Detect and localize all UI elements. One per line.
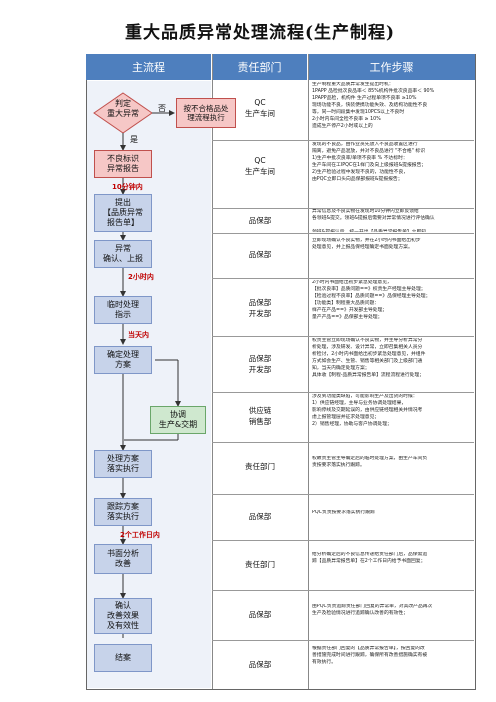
step-cell: 根据责任部门回复的【品质异常报告单】，按回复的改 善措施完成时间进行跟踪，确保所… (312, 646, 428, 665)
judge-label: 判定 重大异常 (107, 99, 139, 118)
time-2day-note: 2个工作日内 (120, 531, 160, 539)
row-divider (212, 233, 474, 234)
time-2h-note: 2小时内 (128, 273, 154, 281)
row-divider (212, 442, 474, 443)
dept-cell: 责任部门 (245, 560, 275, 569)
row-divider (212, 140, 474, 141)
report-box: 提出 【品质异常 报告单】 (94, 194, 152, 232)
step-cell: 涉及到功能类缺陷，可能影响生产及出货的时候： 1）供应链经理，主导与业务协调处理… (312, 394, 423, 427)
branch-yes-label: 是 (130, 135, 138, 144)
step-cell: 由PQC负责追踪责任部门回复的异常单，对其改产品再次 生产及检验情况进行追踪确认… (312, 604, 433, 616)
dept-cell: QC 生产车间 (245, 98, 275, 118)
time-10min-note: 10分钟内 (112, 183, 143, 191)
coordinate-box: 协调 生产&交期 (150, 406, 206, 434)
row-divider (212, 590, 474, 591)
row-divider (212, 278, 474, 279)
column-divider (308, 54, 309, 689)
header-steps: 工作步骤 (308, 54, 475, 80)
dept-cell: 品保部 (248, 250, 272, 259)
header-dept: 责任部门 (212, 54, 308, 80)
row-divider (212, 208, 474, 209)
step-cell: 给分析确定后的不良信息传递给责任部门后，品保需追 踪【品质异常报告单】在2个工作… (312, 552, 428, 564)
step-cell: PQC负责按要求落实执行跟踪 (312, 510, 375, 515)
temp-action-box: 临时处理 指示 (94, 296, 152, 324)
step-cell: 立即现场确认不良实物，并在2小时内书面给出初步 处理意见，并上报品保经理确定书面… (312, 238, 421, 250)
dept-cell: 供应链 销售部 (248, 406, 272, 426)
branch-no-label: 否 (158, 104, 166, 113)
step-cell: 权责主管立即现场确认不良实物，并主导分析异常分 析处理，涉及研发、设计异常，立即… (312, 338, 426, 378)
close-box: 结案 (94, 644, 152, 672)
step-cell: 2小时内书面给出初步紧急处理意见， 【批次良率】品质问题==》权责生产经理主导处… (312, 280, 431, 320)
confirm-box: 异常 确认、上报 (94, 240, 152, 268)
row-divider (212, 336, 474, 337)
column-divider (212, 54, 213, 689)
row-divider (212, 494, 474, 495)
step-cell: 权故责主管主导确定后的临时处理方案，由生产车间负 责按要求落实执行跟踪。 (312, 456, 428, 468)
dept-cell: 品保部 (248, 216, 272, 225)
dept-cell: 品保部 开发部 (248, 298, 272, 318)
dept-cell: 品保部 (248, 610, 272, 619)
nonconforming-process-box: 按不合格品处 理流程执行 (176, 98, 236, 128)
step-cell: 生产制程重大品质异常发生提出时机： 1PAPP 品检批次良品率＜ 85%机构件批… (312, 82, 435, 129)
same-day-note: 当天内 (128, 331, 149, 339)
main-flow-column (87, 81, 211, 688)
row-divider (212, 640, 474, 641)
mark-report-box: 不良标识 异常报告 (94, 150, 152, 178)
dept-cell: 品保部 开发部 (248, 354, 272, 374)
row-divider (212, 392, 474, 393)
track-box: 跟踪方案 落实执行 (94, 498, 152, 526)
dept-cell: 品保部 (248, 660, 272, 669)
row-divider (212, 540, 474, 541)
verify-box: 确认 改善效果 及有效性 (94, 598, 152, 634)
page-title: 重大品质异常处理流程(生产制程) (124, 23, 396, 43)
execute-box: 处理方案 落实执行 (94, 450, 152, 478)
step-cell: 异常信息及不良实物在发现时10分钟内立即反馈给 各领班&提交。领班&提报后需要对… (312, 209, 435, 232)
header-main-flow: 主流程 (86, 54, 212, 80)
step-cell: 发现的不良品，由作业员先放入不良品收置区进行 隔离，避免产品混放，并对不良品进行… (312, 142, 427, 182)
dept-cell: 品保部 (248, 512, 272, 521)
plan-box: 确定处理 方案 (94, 346, 152, 374)
dept-cell: QC 生产车间 (245, 156, 275, 176)
analysis-box: 书面分析 改善 (94, 544, 152, 574)
dept-cell: 责任部门 (245, 462, 275, 471)
